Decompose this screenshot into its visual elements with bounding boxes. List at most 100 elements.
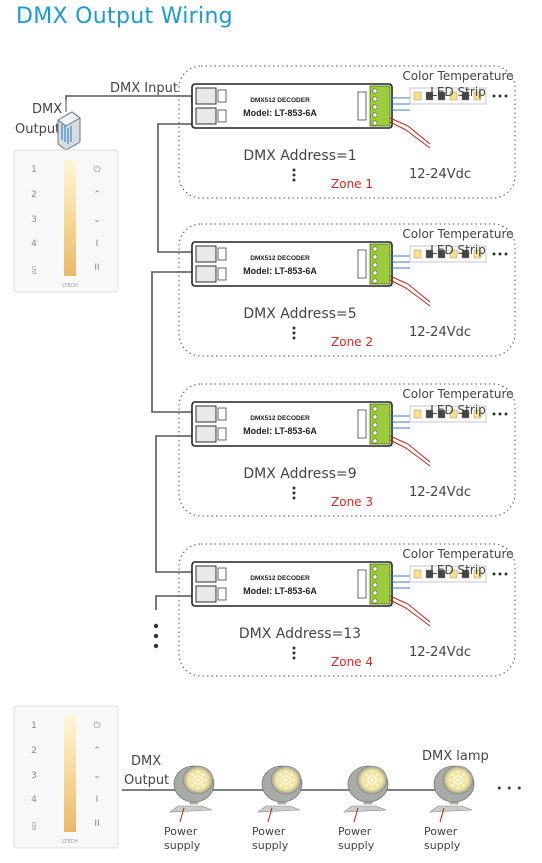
continuation-dots	[153, 623, 159, 649]
strip-continuation-dot	[498, 572, 502, 576]
dmx-daisy-chain-cable	[151, 123, 192, 610]
strip-continuation-dot	[504, 412, 508, 416]
zone-continuation-dot	[292, 646, 296, 650]
power-label: 12-24Vdc	[409, 167, 471, 182]
led-chip	[449, 569, 458, 579]
terminal-screw	[372, 598, 378, 604]
zone-boundary	[178, 223, 516, 357]
terminal-screw	[372, 112, 378, 118]
decoder-port	[217, 567, 227, 581]
decoder-port	[195, 405, 217, 423]
power-supply-label: Power	[338, 825, 372, 838]
zone-continuation-dot	[292, 651, 296, 655]
led-chip	[413, 409, 422, 419]
strip-continuation-dot	[492, 252, 496, 256]
decoder-header: DMX512 DECODER	[250, 255, 310, 262]
led-strip-label: LED Strip	[430, 563, 486, 577]
strip-continuation-dot	[504, 572, 508, 576]
decoder-body	[191, 401, 393, 447]
decoder-body	[191, 241, 393, 287]
power-supply-label: Power	[252, 825, 286, 838]
led-chip	[437, 249, 446, 259]
zone-continuation-dot	[292, 486, 296, 490]
decoder-dip-switch	[357, 409, 367, 439]
decoder-model: Model: LT-853-6A	[243, 266, 317, 276]
zone-boundary	[178, 383, 516, 517]
terminal-screw	[372, 422, 378, 428]
panel-key-label: 3	[31, 771, 37, 781]
decoder-model: Model: LT-853-6A	[243, 108, 317, 118]
led-chip	[425, 91, 434, 101]
strip-continuation-dot	[492, 412, 496, 416]
decoder-body	[191, 83, 393, 129]
led-chip	[461, 249, 470, 259]
strip-continuation-dot	[492, 94, 496, 98]
zone-continuation-dot	[292, 656, 296, 660]
led-chip	[437, 409, 446, 419]
decoder-header: DMX512 DECODER	[250, 415, 310, 422]
panel-brand: LTECH	[62, 283, 78, 289]
terminal-screw	[372, 88, 378, 94]
strip-continuation-dot	[504, 94, 508, 98]
led-strip-label: Color Temperature	[402, 387, 513, 401]
panel-key-label: ဠ	[31, 819, 36, 830]
zone-label: Zone 1	[331, 177, 373, 191]
decoder-dip-switch	[357, 249, 367, 279]
dmx-lamp-label: DMX lamp	[422, 749, 489, 764]
lamp-ellipsis: • • •	[496, 782, 522, 795]
power-wires	[389, 117, 431, 149]
zone-label: Zone 2	[331, 335, 373, 349]
led-chip	[473, 409, 482, 419]
power-supply-label: Power	[424, 825, 458, 838]
terminal-screw	[372, 246, 378, 252]
panel-key-label: ဠ	[31, 263, 36, 274]
decoder-port	[217, 267, 227, 281]
panel-key-label: 1	[31, 721, 37, 731]
zone-continuation-dot	[292, 331, 296, 335]
strip-continuation-dot	[492, 572, 496, 576]
terminal-screw	[372, 406, 378, 412]
terminal-screw	[372, 278, 378, 284]
terminal-screw	[372, 262, 378, 268]
led-chip	[473, 569, 482, 579]
terminal-screw	[372, 574, 378, 580]
lamp-dmx-output-label: DMX	[131, 754, 161, 769]
dmx-address-label: DMX Address=9	[243, 466, 356, 482]
zone-label: Zone 3	[331, 495, 373, 509]
dmx-address-label: DMX Address=5	[243, 306, 356, 322]
strip-continuation-dot	[504, 252, 508, 256]
led-chip	[449, 249, 458, 259]
strip-wires	[390, 255, 410, 269]
panel-key-label: 2	[31, 190, 37, 200]
decoder-port	[195, 87, 217, 105]
dmx-output-label: DMX	[32, 102, 62, 117]
zone-continuation-dot	[292, 496, 296, 500]
led-strip-label: Color Temperature	[402, 69, 513, 83]
power-supply-label: supply	[164, 839, 201, 852]
terminal-screw	[372, 104, 378, 110]
led-chip	[449, 409, 458, 419]
power-wires	[389, 595, 431, 627]
dmx-cable	[65, 95, 193, 102]
panel-key-label: ⌃	[93, 746, 101, 756]
terminal-screw	[372, 582, 378, 588]
decoder-port	[195, 107, 217, 125]
zone-boundary	[178, 65, 516, 199]
led-strip-label: LED Strip	[430, 403, 486, 417]
panel-key-label: 4	[31, 795, 37, 805]
decoder-port	[217, 89, 227, 103]
terminal-screw	[372, 270, 378, 276]
power-label: 12-24Vdc	[409, 645, 471, 660]
dmx-output-label: Output	[15, 122, 60, 137]
terminal-screw	[372, 590, 378, 596]
strip-continuation-dot	[498, 252, 502, 256]
led-chip	[437, 91, 446, 101]
panel-key-label: 1	[31, 165, 37, 175]
decoder-header: DMX512 DECODER	[250, 575, 310, 582]
panel-key-label: 4	[31, 239, 37, 249]
led-chip	[461, 91, 470, 101]
